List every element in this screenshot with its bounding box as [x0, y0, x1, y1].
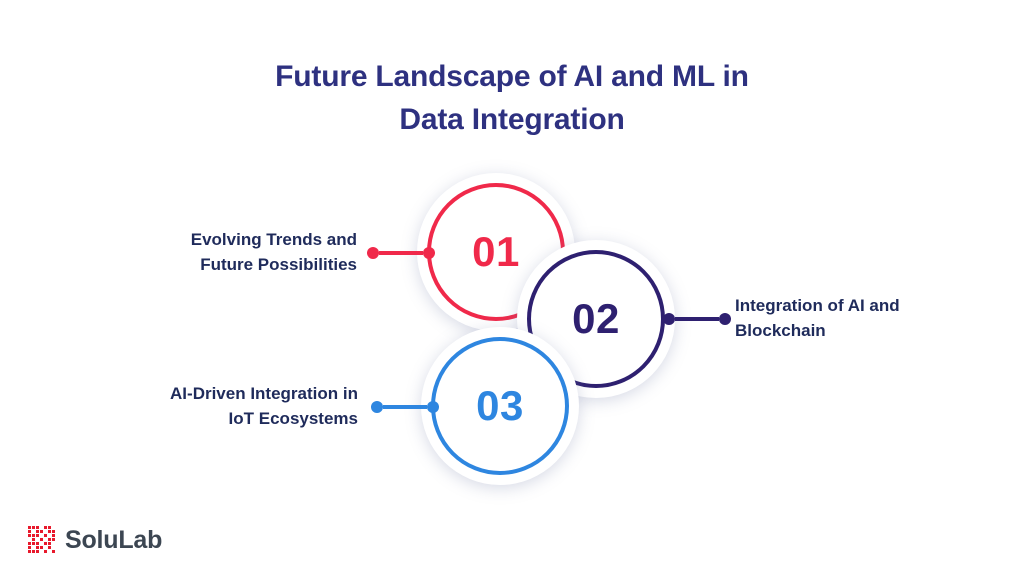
brand-logo: SoluLab — [28, 526, 162, 554]
step-1-connector-line — [379, 251, 423, 255]
step-2-connector — [663, 312, 731, 326]
step-2-number: 02 — [572, 295, 620, 342]
step-2-circle[interactable]: 02 — [527, 250, 665, 388]
brand-logo-text: SoluLab — [65, 525, 163, 554]
step-3-label-line-2: IoT Ecosystems — [228, 408, 358, 428]
step-3-circle[interactable]: 03 — [431, 337, 569, 475]
step-1-label-line-2: Future Possibilities — [200, 254, 357, 274]
step-1-connector-dot-end — [423, 247, 435, 259]
page-title-line-1: Future Landscape of AI and ML in — [275, 60, 749, 93]
solulab-qr-mark-icon — [28, 526, 56, 554]
step-1-label-line-1: Evolving Trends and — [190, 230, 357, 249]
step-2-connector-dot-start — [663, 313, 675, 325]
step-3-connector-line — [383, 405, 427, 409]
step-3-connector — [371, 400, 439, 414]
step-3-label-line-1: AI-Driven Integration in — [170, 384, 358, 403]
step-2-connector-dot-end — [719, 313, 731, 325]
step-3-connector-dot-start — [371, 401, 383, 413]
step-3-connector-dot-end — [427, 401, 439, 413]
step-1-connector — [367, 246, 435, 260]
step-2-label-line-2: Blockchain — [735, 320, 826, 340]
step-3-label: AI-Driven Integration in IoT Ecosystems — [80, 382, 358, 431]
step-2-label: Integration of AI and Blockchain — [735, 294, 995, 343]
step-2-connector-line — [675, 317, 719, 321]
step-1-connector-dot-start — [367, 247, 379, 259]
step-1-number: 01 — [472, 228, 520, 275]
step-1-label: Evolving Trends and Future Possibilities — [85, 228, 357, 277]
step-2-label-line-1: Integration of AI and — [735, 296, 900, 315]
page-title: Future Landscape of AI and ML in Data In… — [0, 56, 1024, 141]
step-3-number: 03 — [476, 382, 524, 429]
page-title-line-2: Data Integration — [399, 102, 625, 136]
